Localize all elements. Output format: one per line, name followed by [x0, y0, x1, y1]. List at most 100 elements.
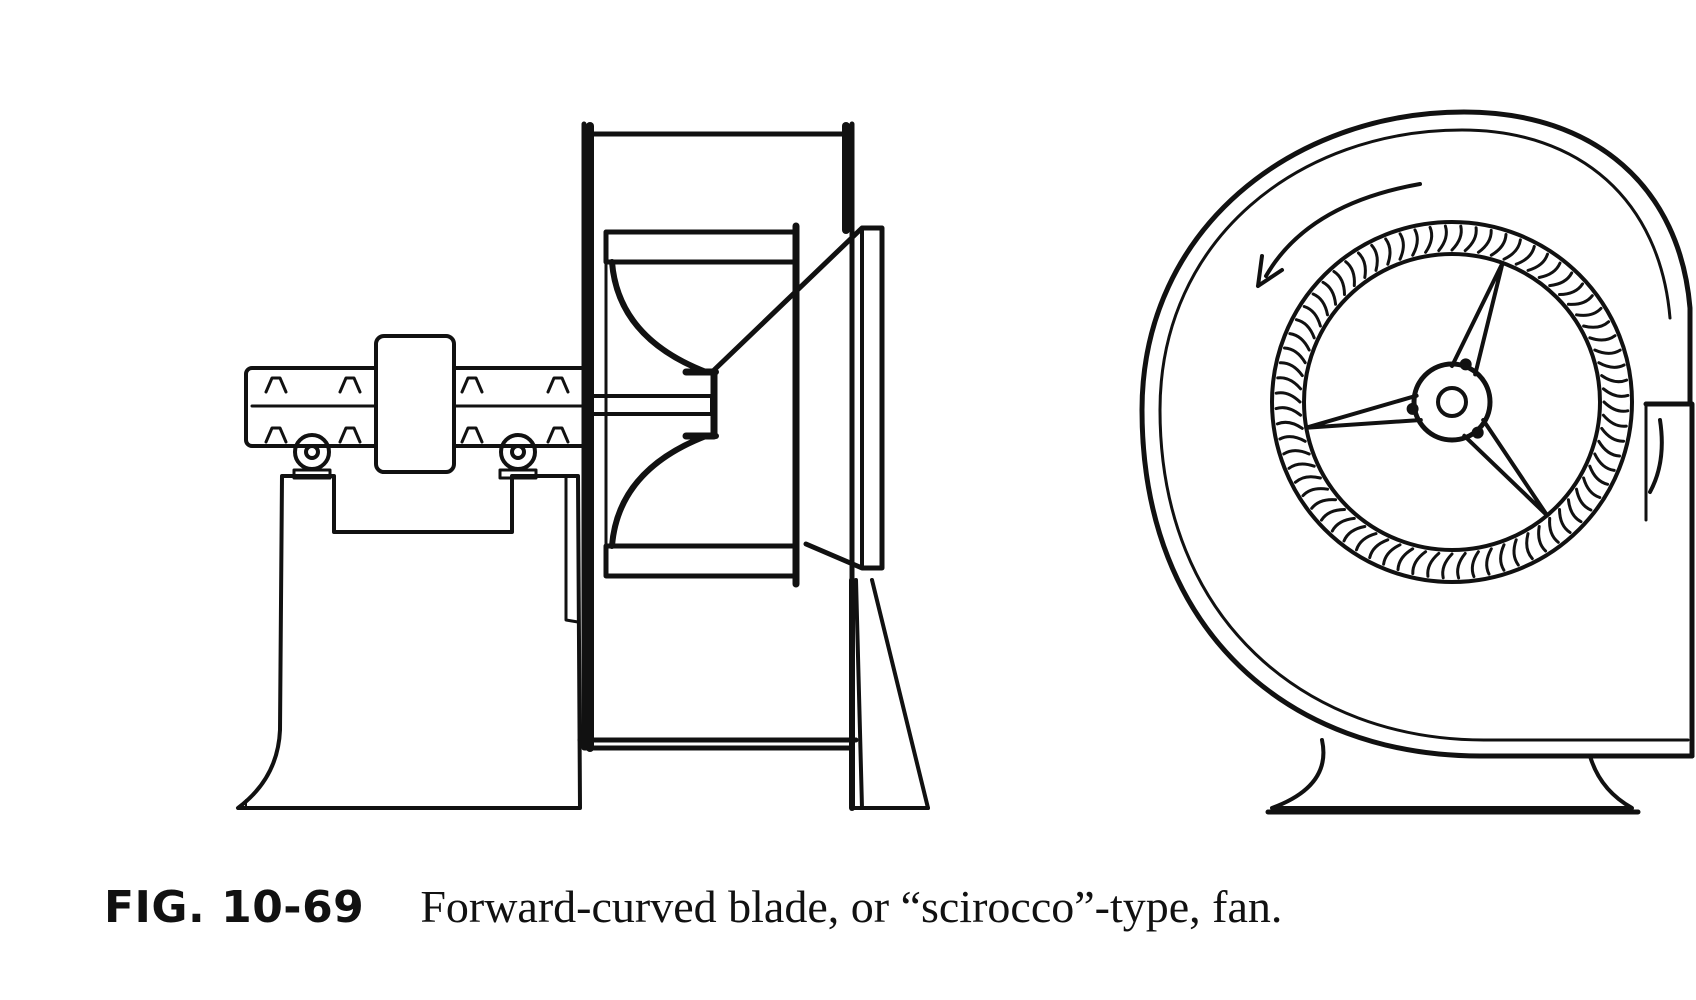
rotor-spoke — [1450, 260, 1505, 377]
rotor-blade — [1344, 260, 1356, 288]
rotor-blade — [1274, 391, 1302, 404]
rotor-blade — [1293, 475, 1322, 484]
rotor-blade — [1411, 228, 1419, 257]
bearing-wheels — [292, 433, 538, 480]
rotor-blade — [1311, 292, 1329, 317]
rotor-blade — [1600, 426, 1626, 443]
rotor-blade — [1294, 318, 1316, 340]
rotor-blade — [1593, 452, 1616, 472]
rotor-blade — [1384, 237, 1392, 266]
rotor-blade — [1597, 439, 1621, 458]
rotor-blade — [1600, 374, 1629, 384]
scroll-housing-inner — [1158, 128, 1690, 742]
rotor-blade — [1514, 244, 1536, 266]
rotor-blade — [1588, 334, 1617, 342]
rotor-blade — [1582, 320, 1611, 329]
rotor-blade — [1441, 552, 1454, 580]
rotor-inner-ring — [1302, 252, 1602, 552]
rotor-blade — [1537, 525, 1548, 553]
rotor-blade — [1398, 232, 1405, 261]
rotor-blade — [1602, 400, 1630, 413]
rotor-blade — [1463, 226, 1478, 253]
rotor-blade — [1499, 543, 1506, 572]
figure-caption: FIG. 10-69 Forward-curved blade, or “scir… — [104, 880, 1604, 933]
rotor-blade — [1320, 508, 1346, 522]
rotor-blade — [1276, 376, 1303, 391]
rotor-blade — [1278, 435, 1307, 443]
rotor-blades — [1274, 224, 1630, 580]
figure-label: FIG. 10-69 — [104, 882, 365, 933]
impeller-bottom-plate — [603, 543, 799, 579]
rotor-blade — [1489, 233, 1508, 257]
fan-side-view — [236, 121, 930, 811]
rotor-blade — [1321, 280, 1338, 306]
rotor-blade — [1558, 508, 1572, 534]
pedestal-base — [236, 474, 582, 810]
rotor-blade — [1582, 476, 1602, 499]
bearing-bolts — [264, 376, 570, 444]
rotor-blade — [1525, 532, 1534, 561]
rotor-blade — [1601, 413, 1628, 428]
rotor-blade — [1288, 332, 1311, 352]
rotor-blade — [1601, 387, 1630, 398]
rotor-blade — [1274, 406, 1303, 417]
rotation-arrow-right — [1648, 418, 1664, 494]
rotor-blade — [1437, 224, 1448, 253]
support-leg — [854, 578, 930, 810]
rotor-blade — [1588, 464, 1610, 486]
impeller-blade-profile-lower — [609, 433, 719, 549]
rotor-blade — [1330, 516, 1356, 533]
rotor-blade — [1382, 543, 1402, 566]
rotor-blade — [1278, 361, 1304, 378]
rotor-blade — [1548, 271, 1574, 288]
figure-caption-text: Forward-curved blade, or “scirocco”-type… — [420, 881, 1283, 932]
rotor-blade — [1593, 348, 1622, 355]
rotor-blade — [1411, 550, 1428, 576]
rotor-blade — [1526, 252, 1549, 272]
rotor-blade — [1424, 225, 1434, 254]
rotor-blade — [1342, 525, 1367, 543]
coupling — [374, 334, 456, 474]
pedestal-inner-edge — [564, 476, 580, 624]
rotor-blade — [1282, 449, 1311, 456]
rotor-blade — [1566, 498, 1583, 524]
rotor-blade — [1456, 551, 1467, 580]
rotor-blade — [1450, 224, 1463, 252]
rotor-blade — [1426, 551, 1441, 578]
rotor-blade — [1597, 361, 1626, 369]
inlet-cone — [709, 225, 885, 571]
rotor-blade — [1502, 238, 1522, 261]
rotor-blade — [1476, 228, 1493, 254]
rotor-hub — [1411, 361, 1493, 443]
scroll-housing-outer — [1139, 109, 1695, 759]
rotor-blade — [1355, 532, 1378, 552]
rotor-blade — [1575, 487, 1593, 512]
rotor-blade — [1332, 270, 1346, 296]
rotor-blade — [1512, 538, 1520, 567]
rotation-arrowhead — [1256, 254, 1284, 288]
rotor-blade — [1283, 346, 1307, 365]
rotor-blade — [1575, 306, 1603, 317]
rotor-blade — [1302, 305, 1322, 328]
rotor-blade — [1275, 420, 1304, 430]
rotor-blade — [1470, 550, 1480, 579]
rotor-blade — [1396, 547, 1415, 571]
rotation-arrow-top — [1264, 182, 1422, 278]
rotor-blade — [1566, 294, 1594, 306]
rotor-blade — [1558, 282, 1584, 296]
fan-front-view — [1139, 109, 1695, 815]
rotor-blade — [1537, 261, 1562, 279]
rotor-outer-ring — [1270, 220, 1634, 584]
rotor-spoke — [1304, 393, 1423, 430]
impeller-blade-profile-upper — [609, 259, 719, 375]
rotor-blade — [1548, 516, 1560, 544]
outlet-flange — [1643, 401, 1695, 759]
front-pedestal — [1270, 738, 1634, 810]
rotor-blade — [1485, 547, 1493, 576]
housing-body — [581, 121, 855, 751]
hub — [682, 368, 718, 440]
rotor-blade — [1301, 487, 1329, 498]
impeller-top-plate — [603, 229, 799, 265]
rotor-blade — [1287, 462, 1316, 470]
